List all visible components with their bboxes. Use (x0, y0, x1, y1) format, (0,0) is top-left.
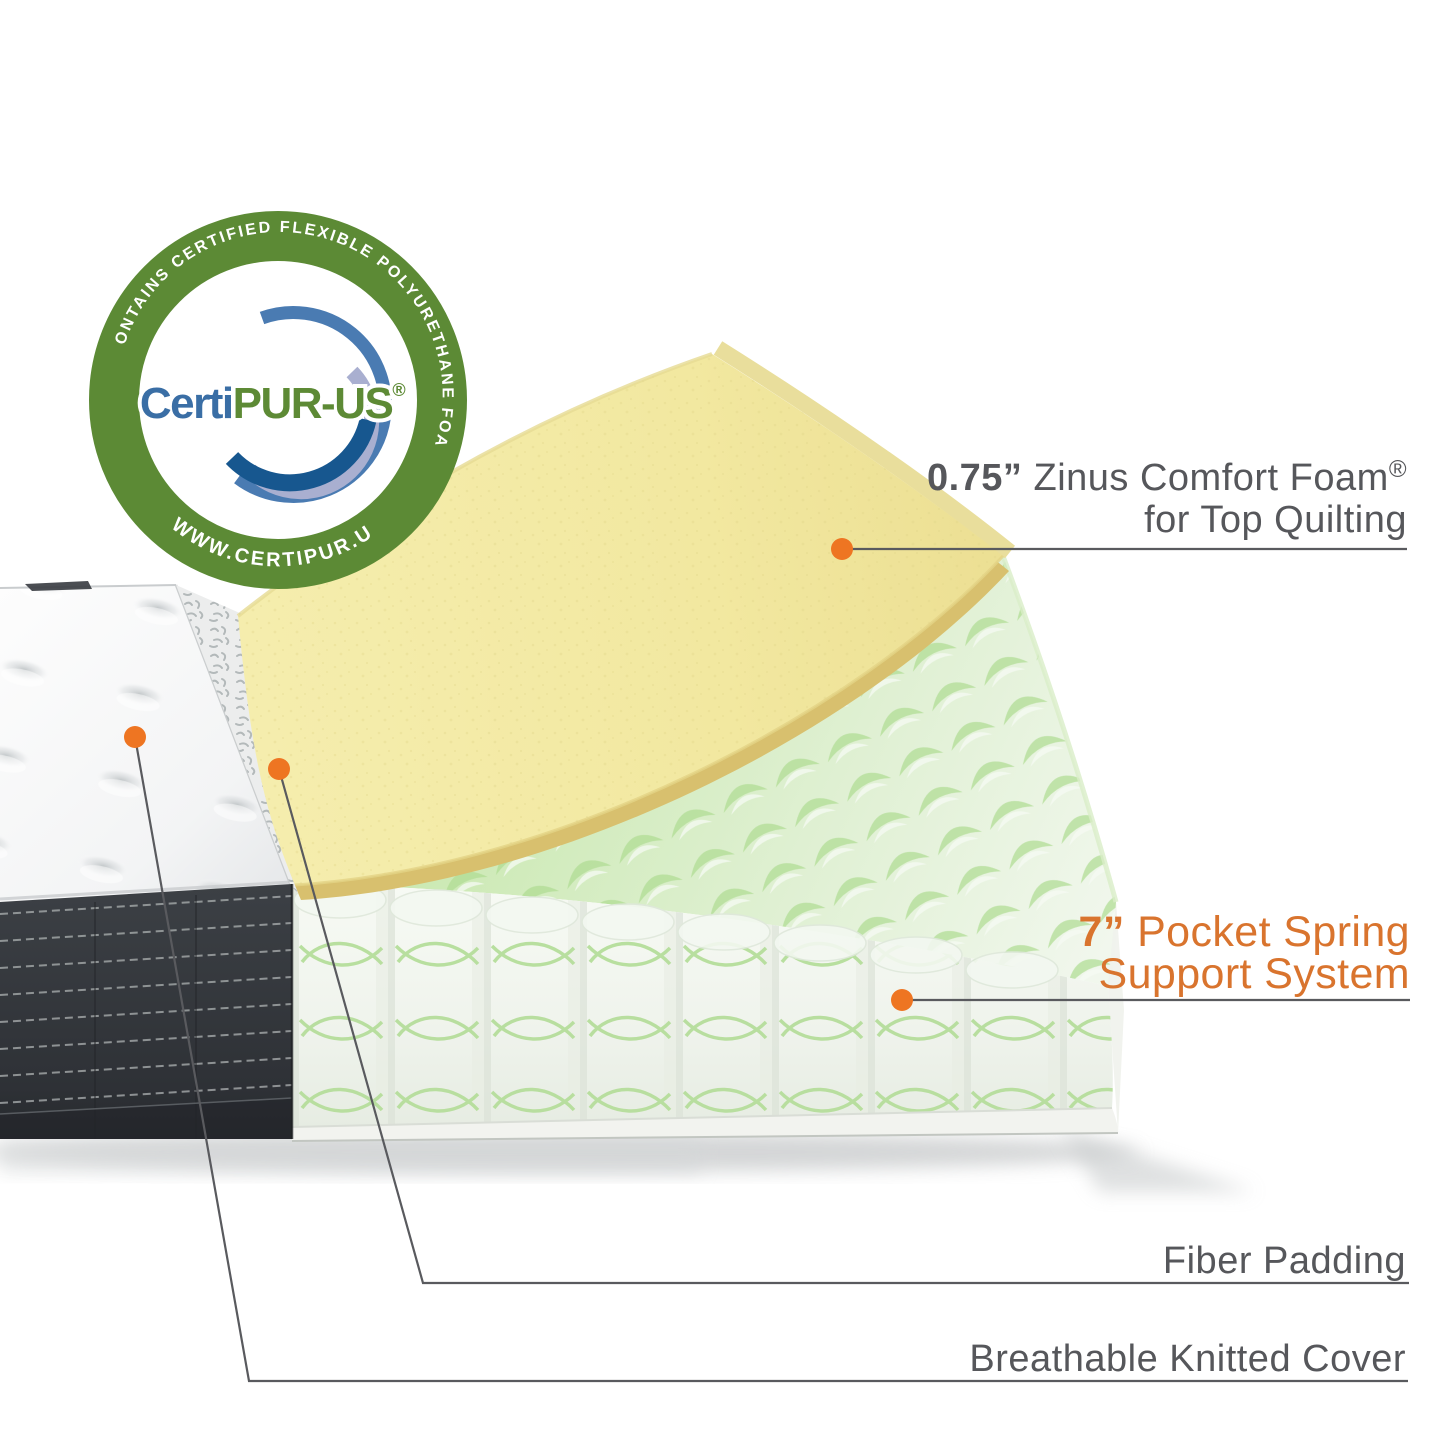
pocket-spring-top (292, 555, 1119, 986)
comfort-foam-dot-icon (831, 538, 853, 560)
comfort-foam-label-line2: for Top Quilting (1144, 499, 1407, 541)
pocket-spring-right-face (1108, 902, 1124, 1133)
knitted-cover-dot-icon (124, 726, 146, 748)
badge-brand-text: CertiPUR-US® (140, 379, 405, 428)
floor-shadow (0, 1128, 1255, 1192)
far-edge-piping (25, 581, 92, 591)
fiber-padding-dot-icon (268, 758, 290, 780)
comfort-foam-label-line1: 0.75” Zinus Comfort Foam® (927, 456, 1407, 499)
certipur-badge: CONTAINS CERTIFIED FLEXIBLE POLYURETHANE… (0, 0, 467, 589)
pocket-spring-dot-icon (891, 989, 913, 1011)
fiber-padding-leader-line (277, 768, 1409, 1285)
callouts: 0.75” Zinus Comfort Foam® for Top Quilti… (124, 456, 1410, 1383)
fiber-padding-label: Fiber Padding (1163, 1240, 1406, 1282)
badge-ring (89, 211, 467, 589)
pocket-spring-label-line1: 7” Pocket Spring (1079, 908, 1410, 956)
pocket-spring-label-line2: Support System (1098, 950, 1410, 998)
badge-swoosh-icon (225, 306, 392, 503)
knitted-cover-label: Breathable Knitted Cover (969, 1338, 1406, 1380)
pocket-spring-front (292, 881, 1113, 1127)
side-panel (0, 884, 294, 1139)
mattress-base (291, 1107, 1119, 1142)
knitted-cover-leader-line (133, 736, 1408, 1383)
